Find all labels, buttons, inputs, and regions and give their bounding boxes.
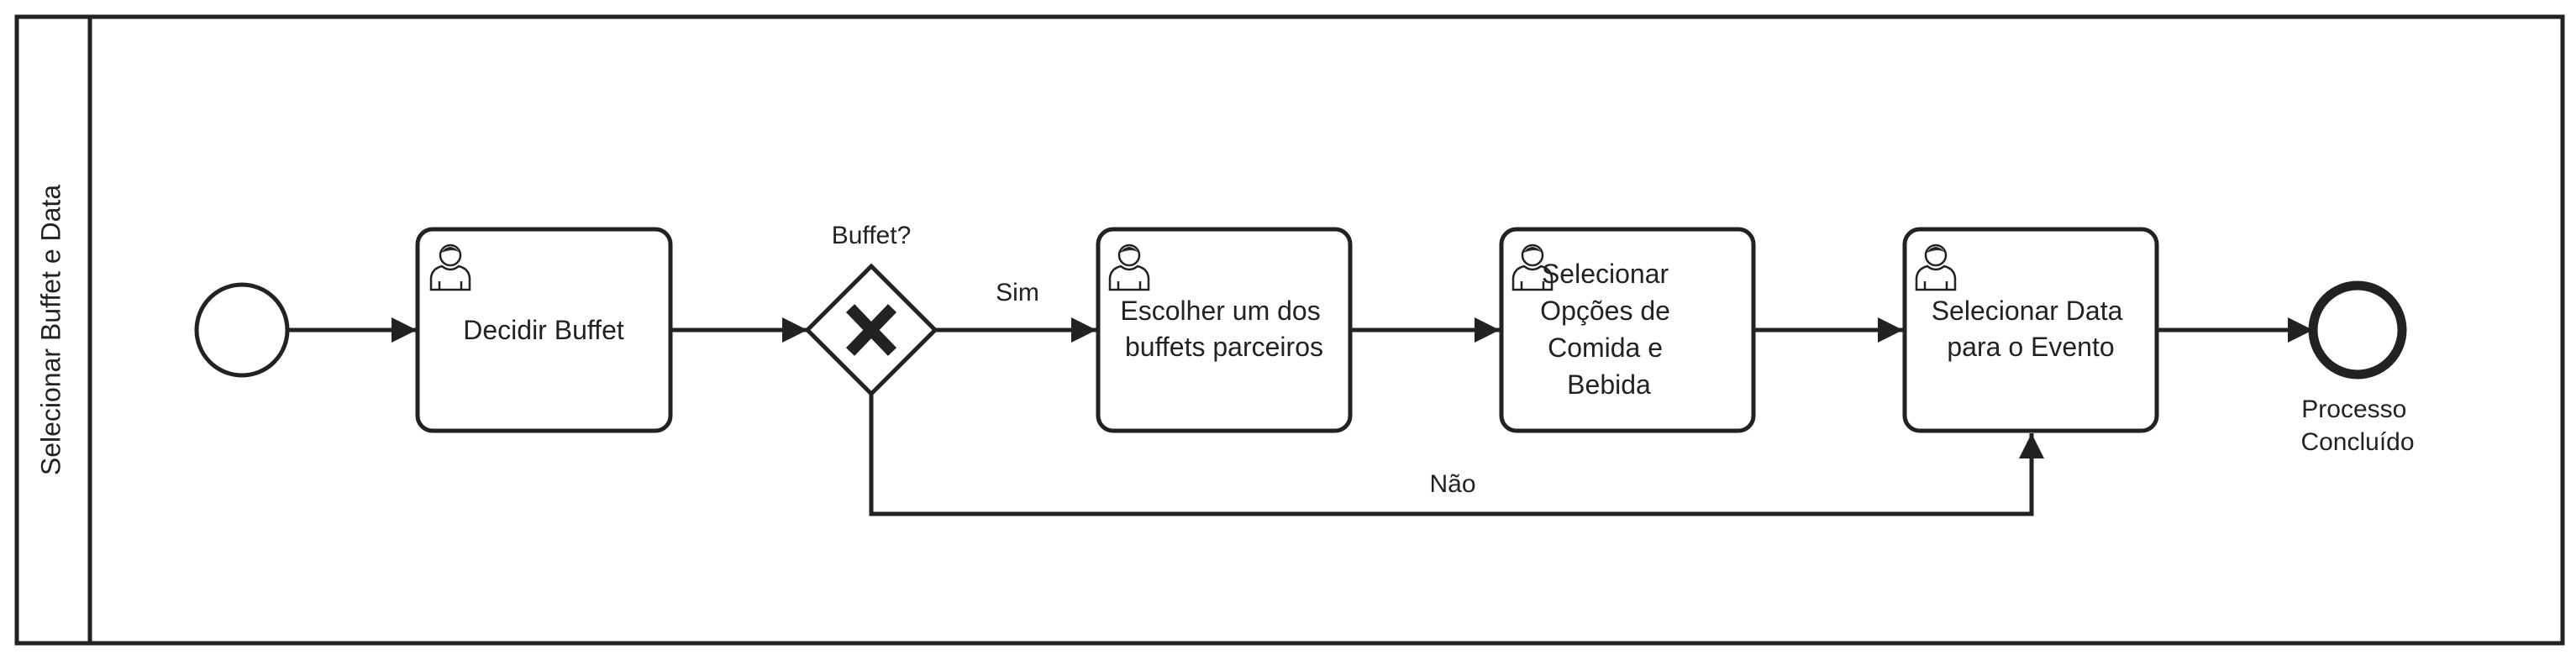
task-box [1096,227,1353,433]
task-label-line: Bebida [1567,369,1651,400]
user-icon [1108,244,1150,291]
gateway-label: Buffet? [832,222,912,249]
end-event[interactable] [2308,280,2407,380]
task-label-line: Selecionar [1542,259,1669,289]
task-label: Selecionar Data para o Evento [1932,296,2131,362]
task-label-line: Comida e [1548,333,1663,363]
task-box [1499,227,1756,433]
task-label-line: para o Evento [1947,332,2114,362]
task-label-line: Escolher um dos [1120,296,1320,326]
start-event[interactable] [194,282,290,378]
task-label: Selecionar Opções de Comida e Bebida [1540,259,1678,400]
user-icon [429,244,471,291]
task-decide-buffet[interactable]: Decidir Buffet [415,227,673,433]
task-box [415,227,673,433]
end-event-label-line: Processo [2301,395,2406,423]
task-select-event-date[interactable]: Selecionar Data para o Evento [1902,227,2159,433]
end-event-label: Processo Concluído [2300,395,2414,456]
lane-label: Selecionar Buffet e Data [35,185,66,476]
task-label-line: Selecionar Data [1932,296,2123,326]
task-label: Decidir Buffet [463,315,624,345]
flow-no-label: Não [1429,470,1475,498]
task-label: Escolher um dos buffets parceiros [1120,296,1327,362]
task-label-line: Decidir Buffet [463,315,624,345]
end-event-label-line: Concluído [2300,428,2414,456]
user-icon [1511,244,1553,291]
task-label-line: Opções de [1540,296,1670,326]
user-icon [1915,244,1957,291]
task-choose-partner-buffet[interactable]: Escolher um dos buffets parceiros [1096,227,1353,433]
flow-gateway-no[interactable] [869,394,2044,516]
task-box [1902,227,2159,433]
flow-yes-label: Sim [996,279,1039,306]
task-label-line: buffets parceiros [1125,332,1323,362]
gateway-x-marker-icon [845,304,897,356]
task-select-food-drink[interactable]: Selecionar Opções de Comida e Bebida [1499,227,1756,433]
